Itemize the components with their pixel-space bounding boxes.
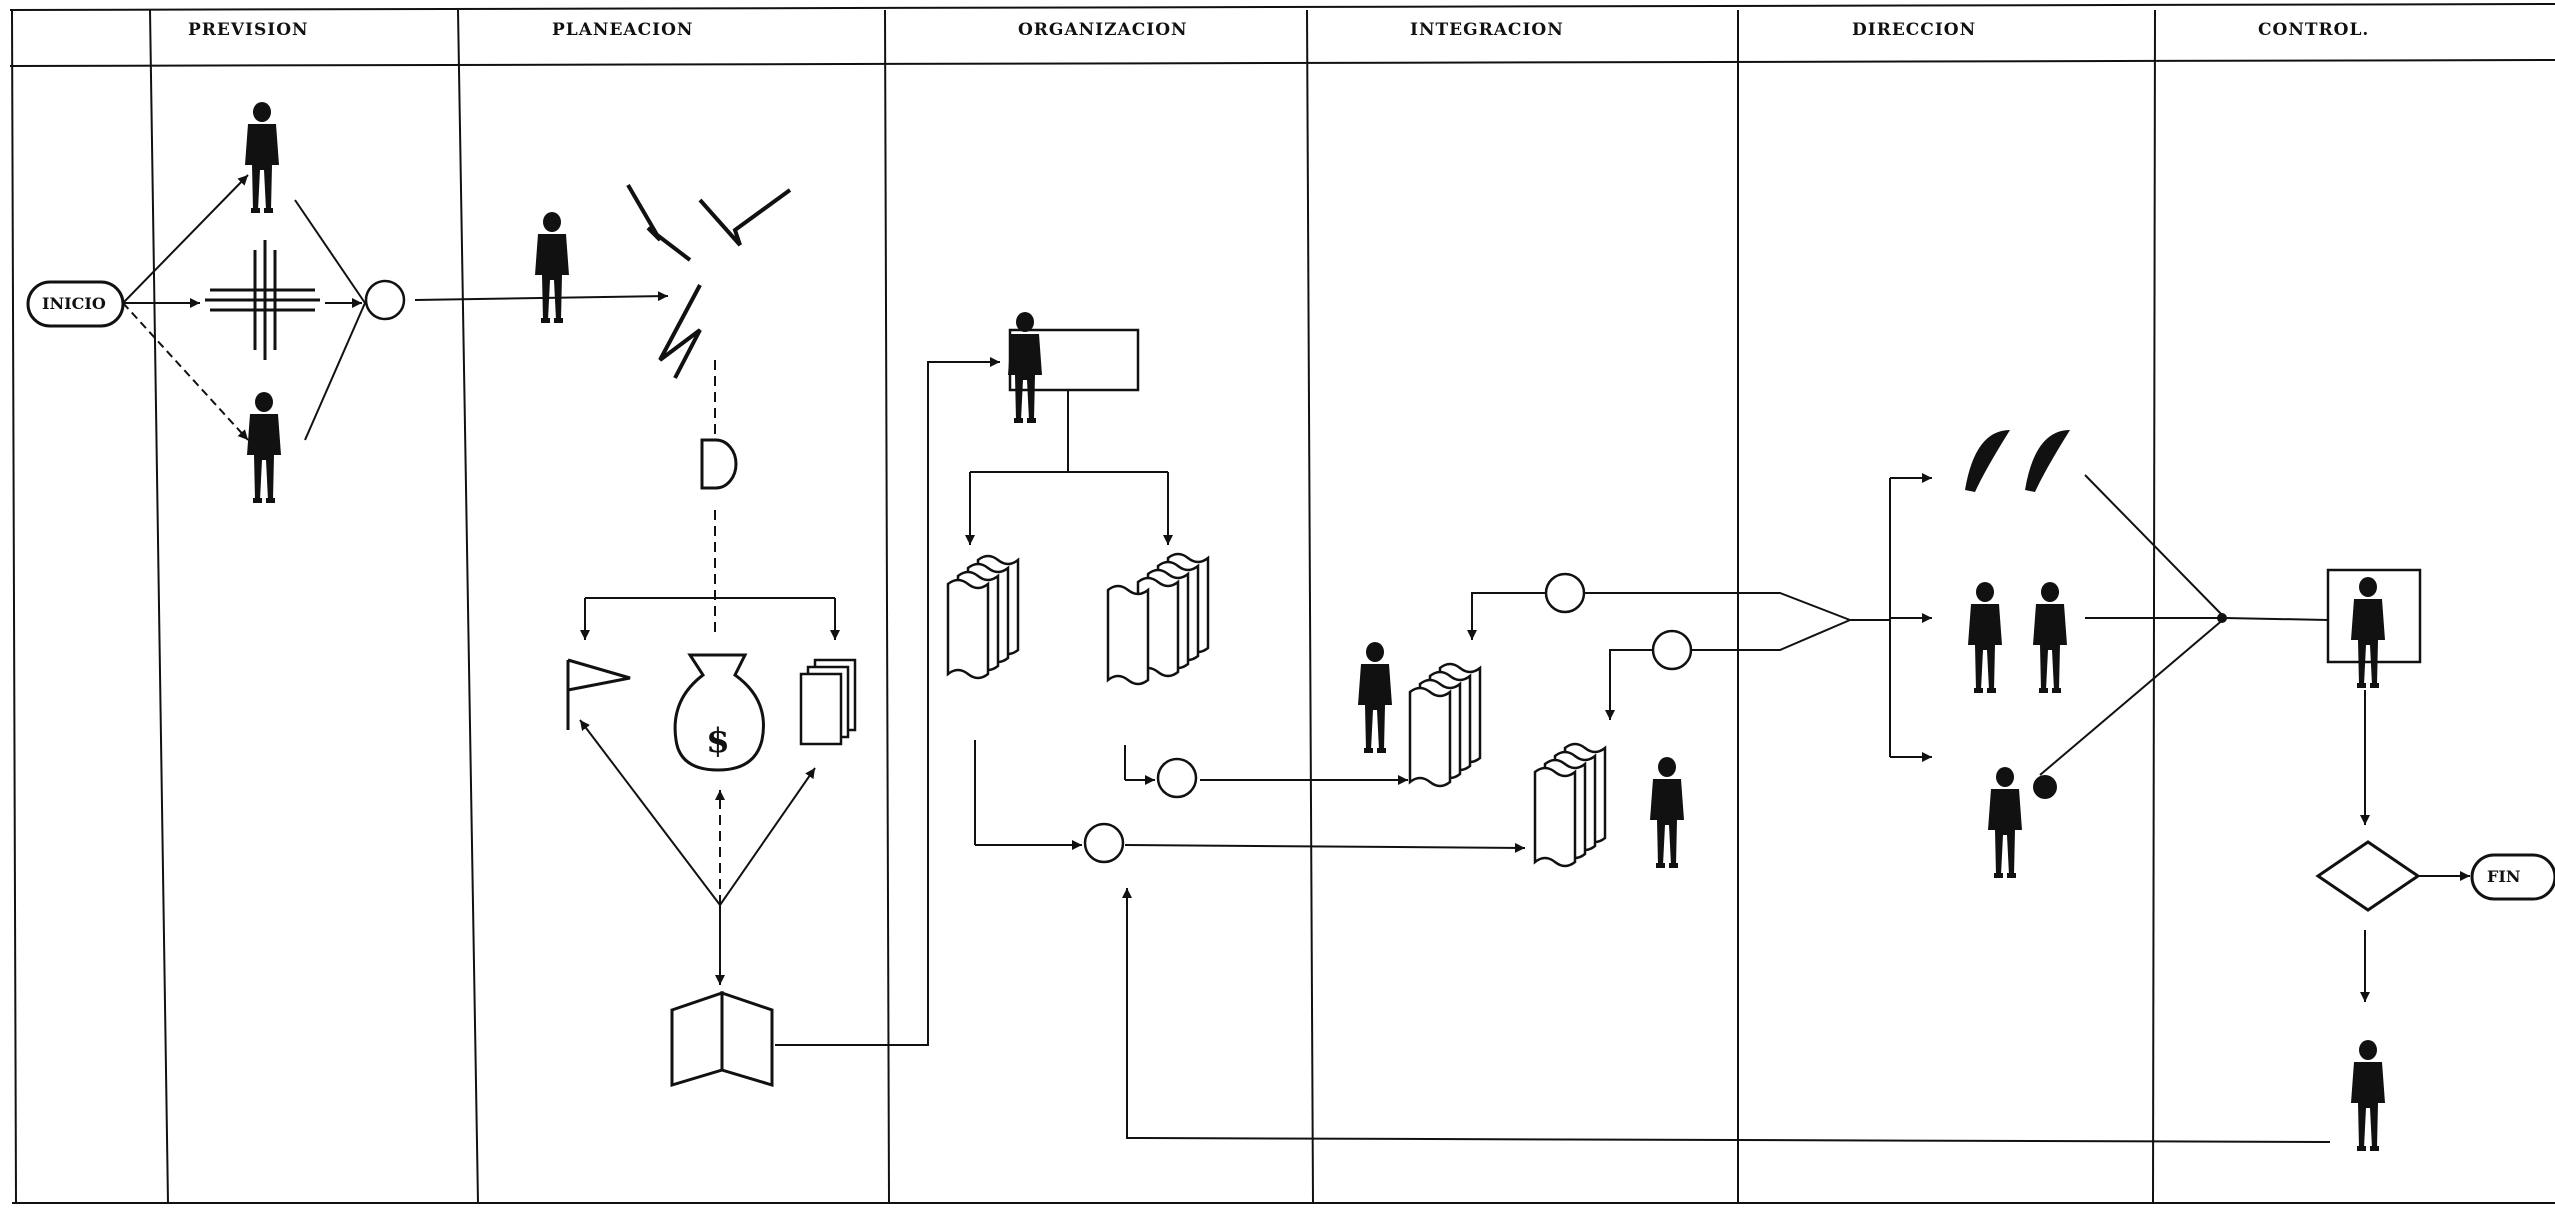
direccion-lines: [1850, 473, 2329, 776]
connector-circle-icon: [1651, 629, 1693, 671]
document-stack-icon: [1408, 662, 1607, 868]
connector-circle-icon: [1156, 757, 1198, 799]
open-book-icon: [670, 990, 774, 1088]
prevision-person-top: [245, 102, 279, 213]
header-planeacion: PLANEACION: [552, 20, 694, 40]
document-stack-icon: [799, 658, 857, 746]
header-control: CONTROL.: [2258, 20, 2370, 40]
integracion-person-left: [1358, 642, 1392, 753]
flag-icon: [566, 658, 631, 730]
end-label: FIN: [2487, 867, 2521, 886]
start-label: INICIO: [42, 294, 106, 313]
planeacion-person: [535, 212, 569, 323]
end-terminal: [2470, 853, 2555, 901]
control-lines: [2360, 690, 2470, 1002]
header-organizacion: ORGANIZACION: [1018, 20, 1188, 40]
money-bag-icon: $: [673, 653, 765, 772]
planeacion-branches: [579, 357, 1000, 1046]
connector-circle-icon: [1544, 572, 1586, 614]
direccion-person-2: [2033, 582, 2067, 693]
junction-dot: [2217, 613, 2227, 623]
header-prevision: PREVISION: [188, 20, 309, 40]
frame-lines: [9, 3, 2555, 1204]
integracion-person-right: [1650, 757, 1684, 868]
document-stack-icon: [946, 552, 1210, 686]
hands-icon: [1965, 430, 2070, 492]
control-person-bottom: [2351, 1040, 2385, 1151]
header-direccion: DIRECCION: [1852, 20, 1977, 40]
connector-circle-icon: [364, 279, 406, 321]
prevision-person-bottom: [247, 392, 281, 503]
control-person: [2351, 577, 2385, 688]
svg-text:$: $: [706, 721, 730, 761]
organizacion-person: [1008, 312, 1042, 423]
lightning-icon: [626, 183, 792, 379]
crossroads-icon: [205, 240, 320, 360]
direccion-person-3: [1988, 767, 2022, 878]
delay-d-icon: [700, 438, 738, 490]
header-integracion: INTEGRACION: [1410, 20, 1564, 40]
organizacion-lines: [965, 390, 2331, 1143]
connector-circle-icon: [1083, 822, 1125, 864]
decision-diamond-icon: [2315, 840, 2421, 912]
organizacion-box: [1008, 328, 1140, 392]
direccion-person-1: [1968, 582, 2002, 693]
prevision-lines: [122, 174, 669, 441]
integracion-lines: [1467, 592, 1851, 720]
ball-icon: [2033, 775, 2057, 799]
